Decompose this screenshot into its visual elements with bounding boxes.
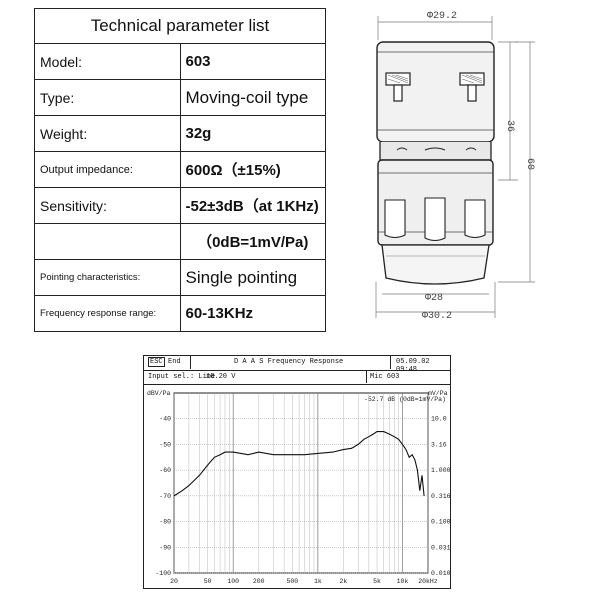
y-tick-left: -70 xyxy=(159,493,171,500)
y-tick-left: -90 xyxy=(159,544,171,551)
x-tick: 50 xyxy=(204,578,212,585)
y-tick-left: -40 xyxy=(159,416,171,423)
mic-model: Mic 603 xyxy=(370,373,400,381)
value-reference: （0dB=1mV/Pa) xyxy=(179,223,326,260)
spec-table: Technical parameter list Model: 603 Type… xyxy=(34,8,326,332)
label-type: Type: xyxy=(34,79,181,116)
label-model: Model: xyxy=(34,43,181,80)
analyzer-subheader: Input sel.: Line 10.20 V Mic 603 xyxy=(144,371,450,385)
analyzer-date: 05.09.02 09:48 xyxy=(396,358,430,374)
analyzer-header: ESC End D A A S Frequency Response 05.09… xyxy=(144,356,450,374)
y-tick-left: -80 xyxy=(159,519,171,526)
dim-top: Φ29.2 xyxy=(427,11,457,22)
dim-bottom-2: Φ30.2 xyxy=(422,311,452,322)
value-sensitivity: -52±3dB（at 1KHz) xyxy=(179,187,326,224)
x-tick: 500 xyxy=(287,578,299,585)
label-frequency: Frequency response range: xyxy=(34,295,181,332)
x-tick: 20 xyxy=(170,578,178,585)
y-tick-right: 3.16 xyxy=(431,441,447,448)
x-tick: 1k xyxy=(314,578,322,585)
value-pointing: Single pointing xyxy=(179,259,326,296)
plot-frame xyxy=(173,392,429,574)
label-weight: Weight: xyxy=(34,115,181,152)
label-impedance: Output impedance: xyxy=(34,151,181,188)
left-unit-label: dBV/Pa xyxy=(147,390,171,397)
y-tick-right: 0.316 xyxy=(431,493,450,500)
analyzer-title: D A A S Frequency Response xyxy=(234,358,344,366)
value-weight: 32g xyxy=(179,115,326,152)
frequency-response-chart: dBV/Pa mV/Pa -52.7 dB (0dB=1mV/Pa) -40 -5… xyxy=(147,390,450,585)
value-frequency: 60-13KHz xyxy=(179,295,326,332)
x-tick: 2k xyxy=(339,578,347,585)
x-tick: 200 xyxy=(253,578,265,585)
x-tick: 10k xyxy=(397,578,409,585)
table-title: Technical parameter list xyxy=(34,8,326,44)
dim-bottom-1: Φ28 xyxy=(425,293,443,304)
x-tick: 20kHz xyxy=(418,578,438,585)
y-tick-left: -60 xyxy=(159,467,171,474)
dim-height-inner: 36 xyxy=(504,120,515,132)
esc-key[interactable]: ESC xyxy=(148,357,165,367)
frequency-response-panel: ESC End D A A S Frequency Response 05.09… xyxy=(143,355,451,589)
y-tick-left: -100 xyxy=(155,570,171,577)
sensitivity-readout: -52.7 dB (0dB=1mV/Pa) xyxy=(364,396,446,403)
x-tick: 100 xyxy=(227,578,239,585)
label-pointing: Pointing characteristics: xyxy=(34,259,181,296)
y-tick-right: 0.0316 xyxy=(431,544,450,551)
label-sensitivity: Sensitivity: xyxy=(34,187,181,224)
dim-height-total: 60 xyxy=(524,158,535,170)
y-tick-right: 10.0 xyxy=(431,416,447,423)
x-tick: 5k xyxy=(373,578,381,585)
input-select: Input sel.: Line xyxy=(148,373,216,381)
value-type: Moving-coil type xyxy=(179,79,326,116)
capsule-drawing: Φ29.2 Φ28 Φ30.2 36 60 xyxy=(375,11,535,322)
response-curve xyxy=(173,431,425,497)
label-empty xyxy=(34,223,181,260)
y-tick-left: -50 xyxy=(159,441,171,448)
y-tick-right: 1.000 xyxy=(431,467,450,474)
value-model: 603 xyxy=(179,43,326,80)
value-impedance: 600Ω（±15%) xyxy=(179,151,326,188)
input-level: 10.20 V xyxy=(206,373,236,381)
right-unit-label: mV/Pa xyxy=(428,390,448,397)
end-key[interactable]: End xyxy=(168,358,181,366)
